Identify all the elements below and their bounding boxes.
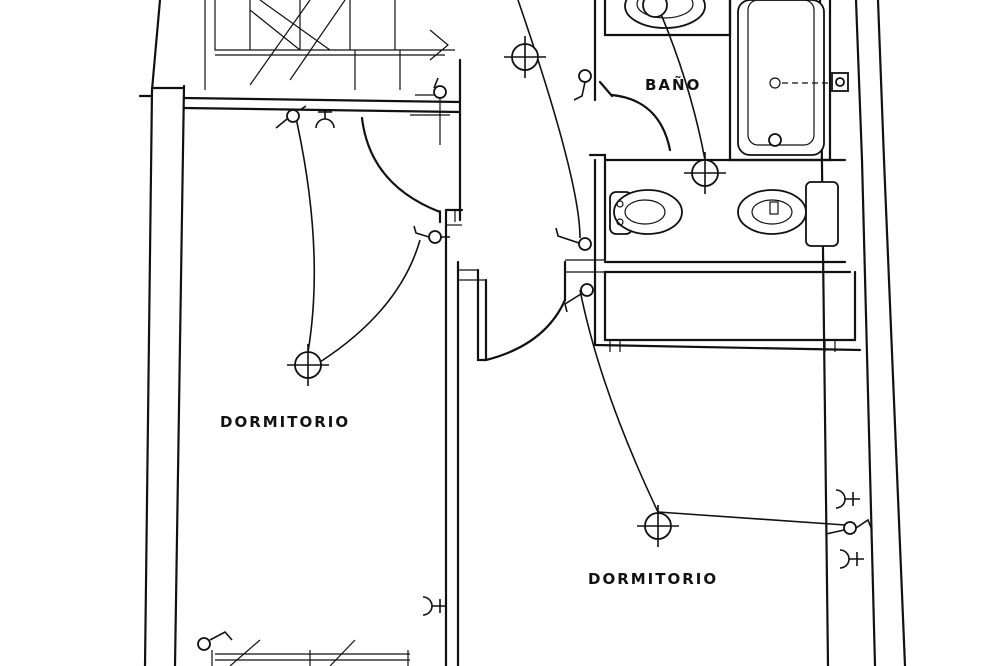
ceiling-light-icon <box>684 152 726 194</box>
interior-walls <box>182 0 862 666</box>
bathtub <box>737 0 849 156</box>
room-label-bedroom-left: DORMITORIO <box>220 413 350 431</box>
outlet-icon <box>835 489 860 509</box>
outlet-icon <box>839 549 864 569</box>
light-switch-icon <box>564 283 594 313</box>
light-switch-icon <box>433 77 447 99</box>
bidet <box>609 189 683 235</box>
ceiling-light-icon <box>637 505 679 547</box>
staircase <box>204 0 455 145</box>
door-swings <box>360 80 672 362</box>
light-switch-icon <box>555 227 592 251</box>
ceiling-light-icon <box>287 344 329 386</box>
ceiling-light-icon <box>504 36 546 78</box>
room-label-bedroom-right: DORMITORIO <box>588 570 718 588</box>
room-label-bathroom: BAÑO <box>645 75 701 94</box>
light-switch-icon <box>197 630 233 651</box>
outlet-icon <box>422 596 446 616</box>
light-switch-icon <box>275 105 307 129</box>
toilet <box>737 181 839 247</box>
light-switch-icon <box>573 69 592 101</box>
outlet-icon <box>315 110 335 129</box>
wiring <box>295 0 846 526</box>
light-switch-icon <box>413 225 450 244</box>
ceiling-light-icon <box>642 0 668 18</box>
light-switch-icon <box>825 518 873 535</box>
